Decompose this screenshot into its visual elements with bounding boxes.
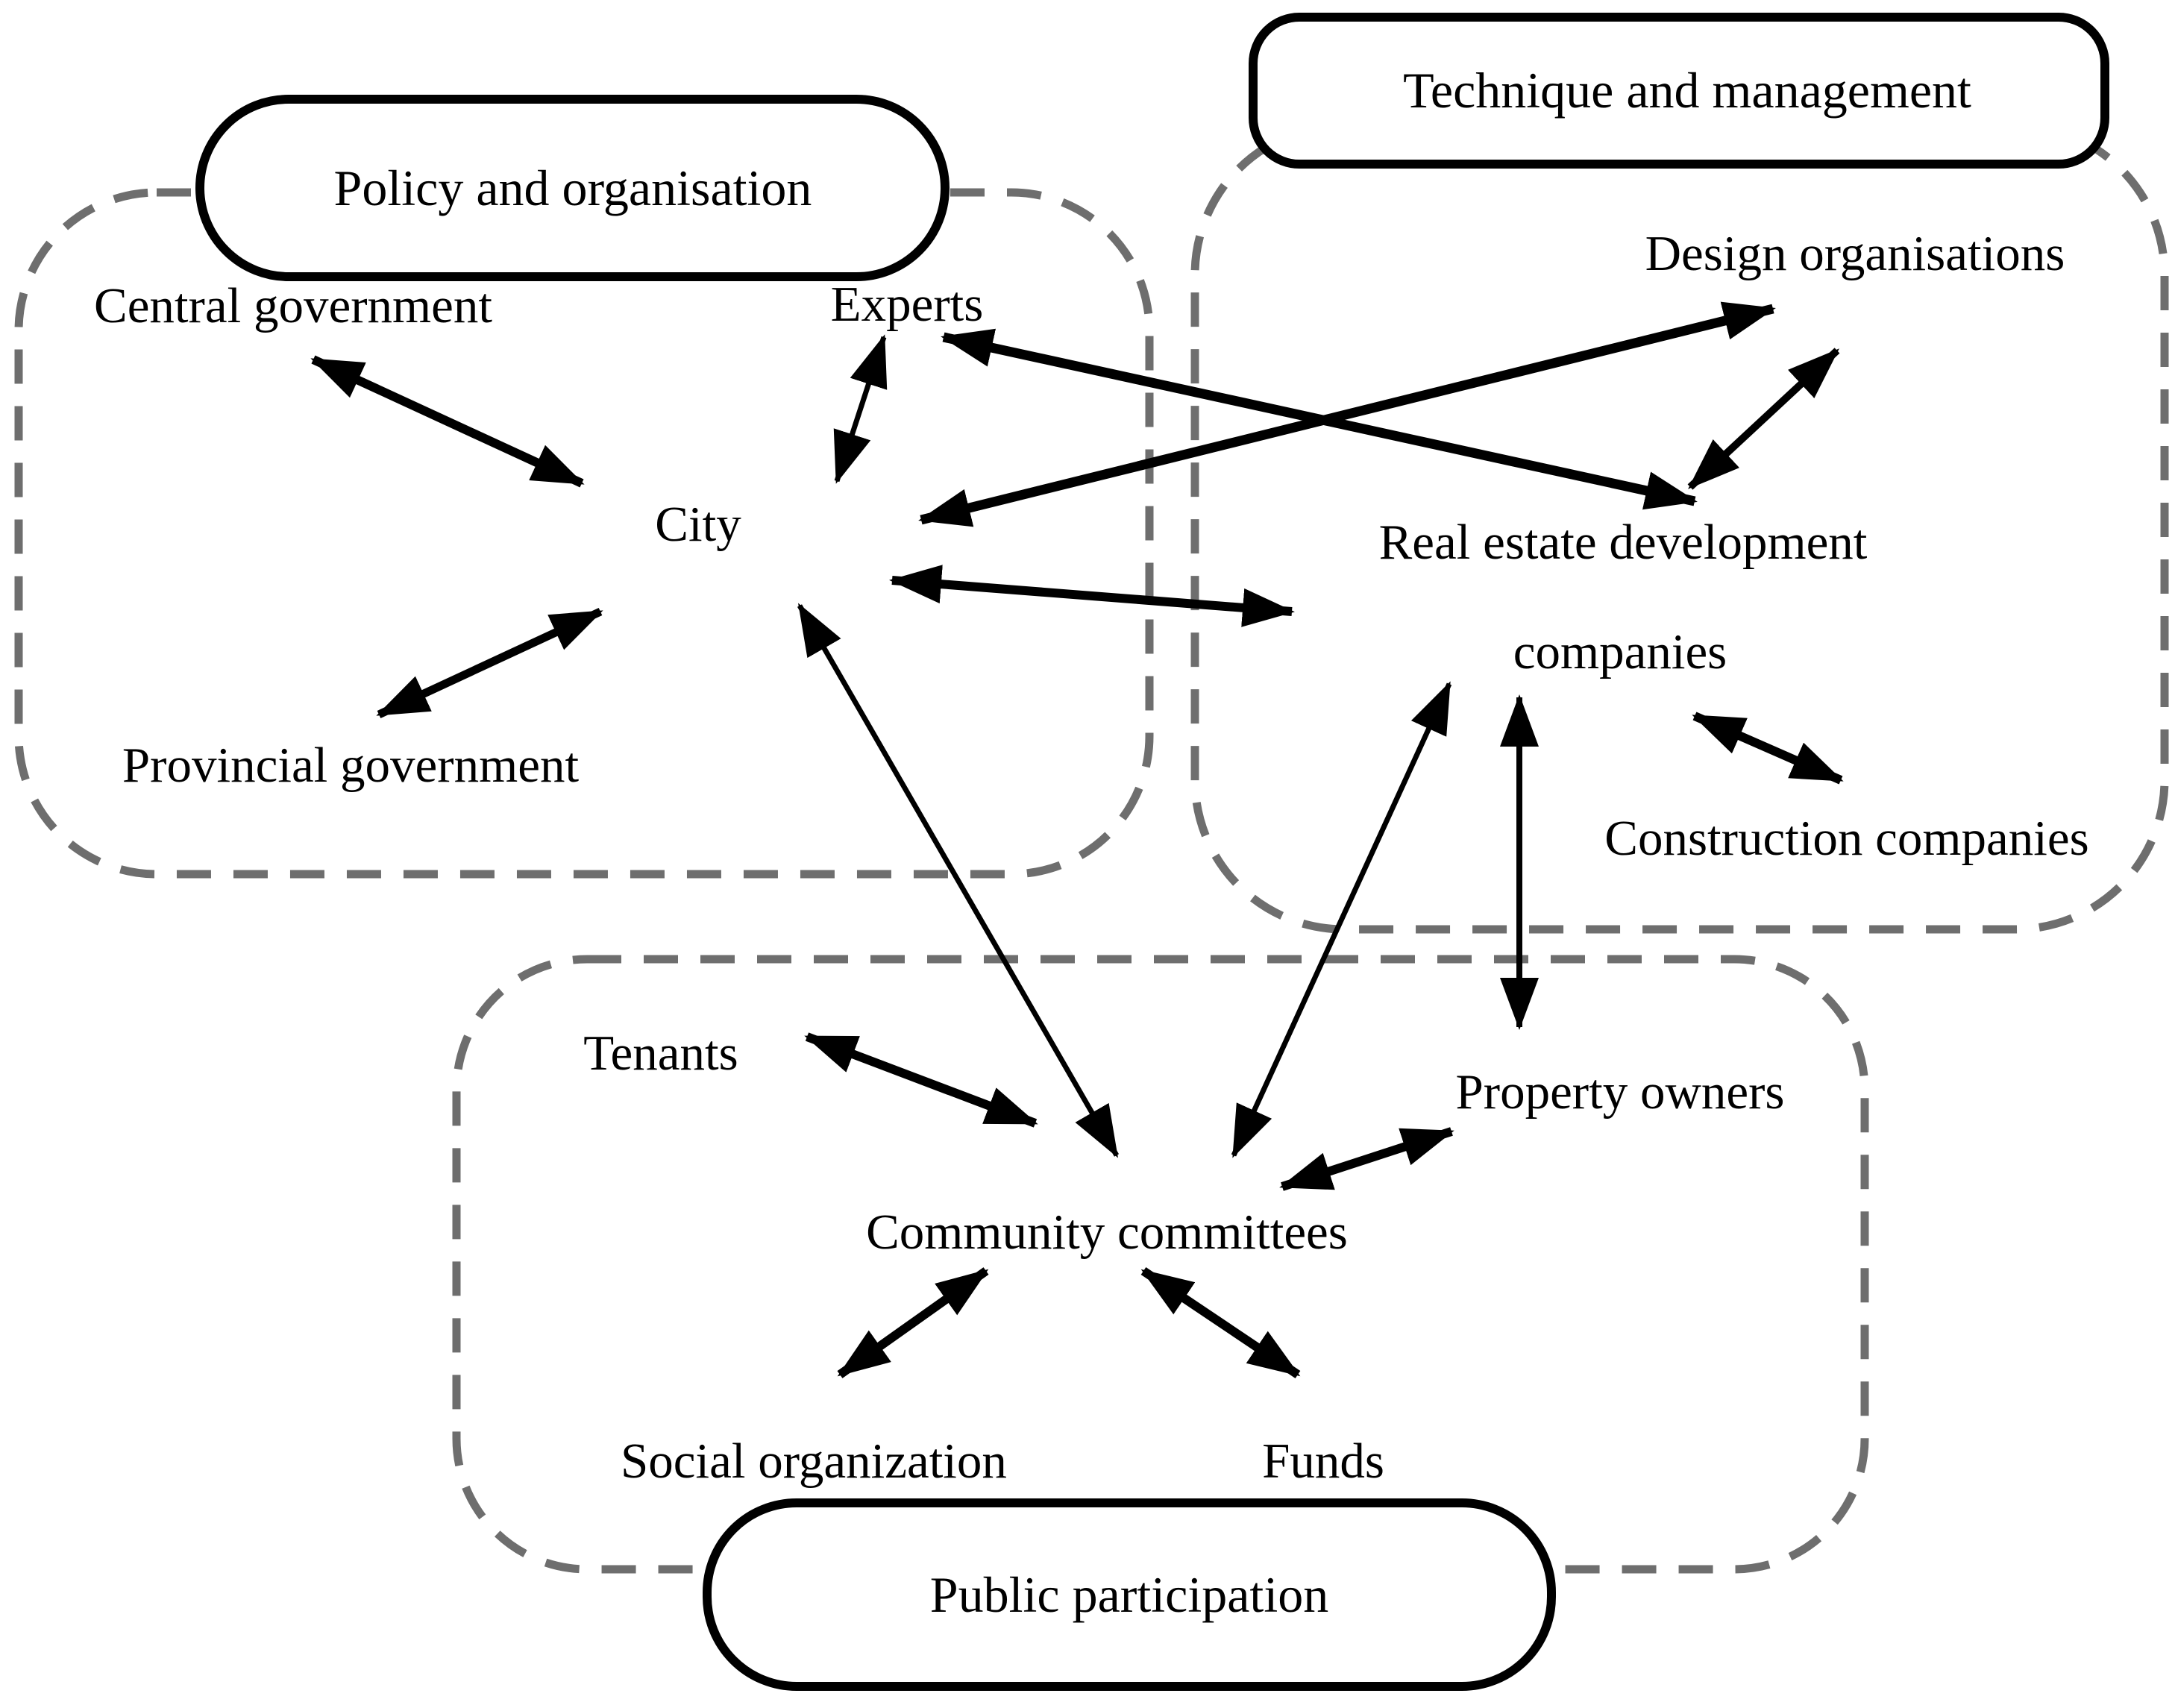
node-construction-companies: Construction companies bbox=[1604, 811, 2088, 866]
node-labels-layer: Central government Experts Design organisa… bbox=[94, 226, 2089, 1489]
arrow-central-government--city bbox=[310, 355, 585, 488]
arrow-real-estate-development-companies--community-committees bbox=[1231, 681, 1452, 1158]
arrow-tenants--community-committees bbox=[804, 1032, 1038, 1128]
group-title-pills-layer: Policy and organisation Technique and man… bbox=[195, 13, 2109, 1691]
node-funds: Funds bbox=[1262, 1434, 1384, 1489]
node-design-organisations: Design organisations bbox=[1645, 226, 2065, 281]
arrow-experts--city bbox=[833, 334, 888, 484]
node-real-estate-development-companies-line1: Real estate development bbox=[1379, 515, 1868, 570]
technique-and-management-title: Technique and management bbox=[1403, 62, 1971, 119]
arrow-funds--community-committees bbox=[1140, 1267, 1301, 1378]
policy-and-organisation-pill bbox=[195, 95, 950, 281]
node-city: City bbox=[655, 497, 741, 552]
policy-and-organisation-title: Policy and organisation bbox=[334, 160, 812, 216]
arrow-provincial-government--city bbox=[376, 608, 603, 718]
node-provincial-government: Provincial government bbox=[122, 738, 580, 793]
public-participation-group bbox=[452, 955, 1869, 1574]
arrow-real-estate-development-companies--construction-companies bbox=[1692, 712, 1844, 785]
node-experts: Experts bbox=[831, 277, 984, 332]
node-central-government: Central government bbox=[94, 278, 492, 333]
arrow-city--community-committees bbox=[797, 603, 1120, 1158]
relationship-arrows-layer bbox=[310, 301, 1844, 1378]
technique-and-management-pill bbox=[1249, 13, 2109, 169]
arrow-experts--real-estate-development-companies bbox=[941, 328, 1698, 510]
node-real-estate-development-companies-line2: companies bbox=[1513, 624, 1727, 679]
node-property-owners: Property owners bbox=[1456, 1064, 1785, 1120]
public-participation-title: Public participation bbox=[930, 1566, 1328, 1623]
arrow-city--real-estate-development-companies bbox=[889, 565, 1295, 627]
arrow-social-organization--community-committees bbox=[837, 1267, 989, 1378]
node-community-committees: Community committees bbox=[866, 1205, 1348, 1260]
technique-and-management-group bbox=[1190, 121, 2169, 934]
node-social-organization: Social organization bbox=[621, 1434, 1007, 1489]
public-participation-pill bbox=[703, 1498, 1556, 1691]
arrow-property-owners--community-committees bbox=[1279, 1127, 1454, 1191]
node-tenants: Tenants bbox=[583, 1026, 738, 1081]
arrow-design-organisations--real-estate-development-companies bbox=[1687, 348, 1840, 490]
